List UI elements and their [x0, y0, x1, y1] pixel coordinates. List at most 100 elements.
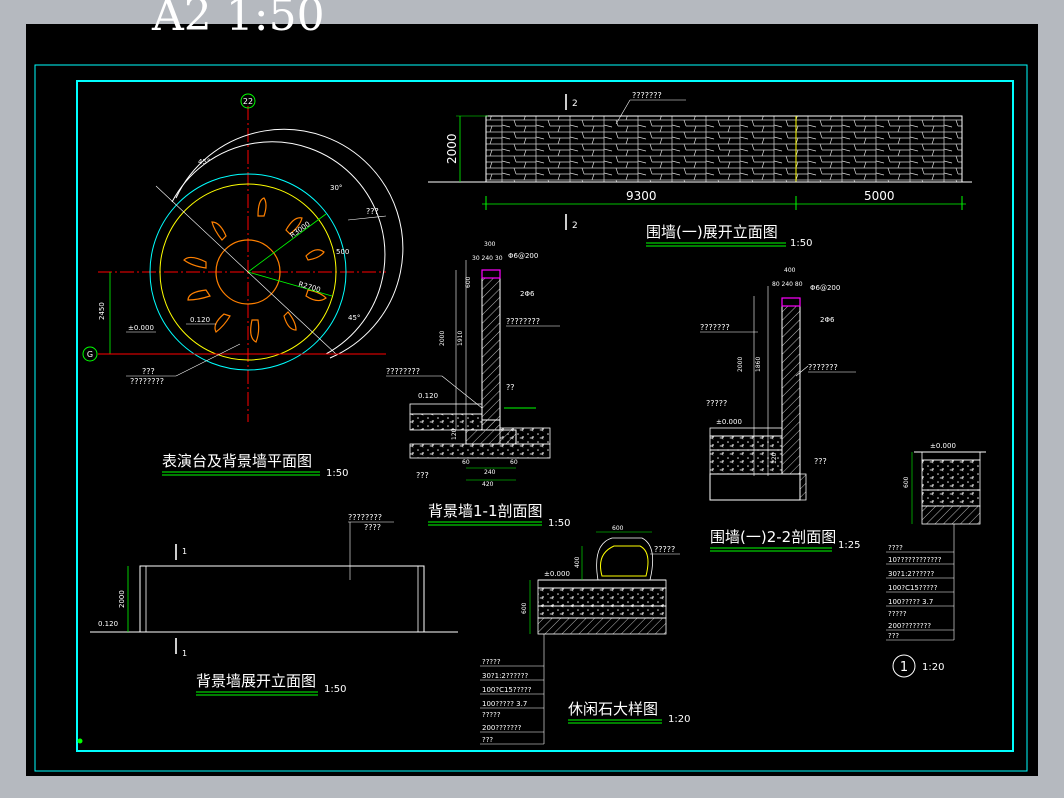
stone-level: ±0.000	[544, 570, 570, 578]
cad-drawing-sheet: A2 1:50 22 G 45° 30	[26, 0, 1038, 776]
stone-wall-face	[485, 115, 963, 183]
stone-legend-3: 100?C15?????	[482, 686, 532, 694]
stone-note: ?????	[654, 545, 675, 554]
stone-detail-title: 休闲石大样图	[568, 700, 658, 718]
drawing-svg: A2 1:50 22 G 45° 30	[34, 0, 1028, 772]
stone-legend-6: 200???????	[482, 724, 522, 732]
stone-legend-2: 30?1:2??????	[482, 672, 528, 680]
leisure-stone	[600, 545, 649, 577]
w1-note-2: ?????	[706, 399, 727, 408]
stone-h400: 400	[574, 556, 581, 568]
wall1-note: ???????	[632, 91, 662, 100]
w1-note-4: ???	[814, 457, 827, 466]
stone-detail-scale: 1:20	[668, 714, 690, 725]
stage-plan: 22 G 45° 30° 45° R3000 R2700 500	[82, 93, 404, 479]
stone-legend-5: ?????	[482, 711, 501, 719]
wall1-elev-title: 围墙(一)展开立面图	[646, 223, 778, 241]
stone-legend: ????? 30?1:2?????? 100?C15????? 100?????…	[480, 634, 545, 745]
stage-inner-circle	[159, 183, 337, 361]
detail1-legend-7: 200????????	[888, 622, 931, 630]
wall1-elevation: 2000 9300 5000 2 2 ??????? 围墙(一)展开立面图 1:…	[428, 91, 972, 249]
bg-note-1: ????????	[506, 317, 540, 326]
detail1-scale: 1:20	[922, 662, 944, 673]
wall1-section-title: 围墙(一)2-2剖面图	[710, 528, 836, 546]
detail1-legend-5: 100????? 3.7	[888, 598, 933, 606]
level-120: 0.120	[190, 316, 210, 324]
section-mark-1-top: 1	[182, 547, 187, 556]
bg-dim-60b: 60	[510, 459, 518, 466]
bg-rebar: Φ6@200	[508, 252, 538, 260]
bg-dim-300: 300	[484, 241, 496, 248]
wall1-dim-5000: 5000	[864, 189, 895, 203]
level-0: ±0.000	[128, 324, 154, 332]
w1-bar: 2Φ6	[820, 316, 835, 324]
bg-section-title: 背景墙1-1剖面图	[428, 502, 543, 520]
detail1-legend-2: 10????????????	[888, 556, 942, 564]
stone-w600: 600	[612, 525, 624, 532]
section-mark-1-bottom: 1	[182, 649, 187, 658]
detail-number-circle	[892, 654, 916, 678]
w1-dim-400: 400	[784, 267, 796, 274]
plan-note-2: ????????	[130, 377, 164, 386]
sun-center	[215, 239, 281, 305]
stone-detail: 600 400 600 ±0.000 ????? ????? 30?1:2???…	[480, 525, 690, 745]
stone-h600: 600	[521, 602, 528, 614]
w1-h120: 120	[771, 452, 778, 464]
angle-45-bottom: 45°	[348, 314, 360, 322]
bg-wall-face	[139, 565, 425, 633]
w1-dim-top: 80 240 80	[772, 281, 803, 288]
axis-g-label: G	[87, 350, 93, 359]
bg-wall-body	[481, 277, 501, 431]
section-mark-2-bottom: 2	[572, 221, 578, 231]
dim-500: 500	[336, 248, 349, 256]
section-mark-2-top: 2	[572, 99, 578, 109]
stone-legend-1: ?????	[482, 658, 501, 666]
bg-wall-section: 300 30 240 30 Φ6@200 2Φ6 600 2000 1910 6…	[386, 241, 570, 529]
bg-elev-title: 背景墙展开立面图	[196, 672, 316, 690]
stage-plan-title: 表演台及背景墙平面图	[162, 452, 312, 470]
wall-leader-note: ???	[366, 207, 379, 216]
bg-bar: 2Φ6	[520, 290, 535, 298]
detail1-legend: ???? 10???????????? 30?1:2?????? 100?C15…	[886, 524, 955, 641]
bg-note-4: ???	[416, 471, 429, 480]
outer-frame	[34, 64, 1028, 772]
wall1-height: 2000	[445, 133, 459, 164]
angle-30: 30°	[330, 184, 342, 192]
sheet-title: A2 1:50	[151, 0, 325, 41]
bg-elev-height: 2000	[118, 590, 126, 608]
detail1-legend-4: 100?C15?????	[888, 584, 938, 592]
bg-section-scale: 1:50	[548, 518, 570, 529]
bg-dim-60a: 60	[462, 459, 470, 466]
bg-elev-note-1: ????????	[348, 513, 382, 522]
angle-45-top: 45°	[198, 158, 210, 166]
dim-2450: 2450	[98, 302, 106, 320]
sun-rays	[183, 197, 327, 343]
background-wall-arc	[171, 141, 386, 355]
w1-level: ±0.000	[716, 418, 742, 426]
wall1-section: 400 80 240 80 Φ6@200 2Φ6 2000 1860 120 ±…	[700, 267, 860, 552]
detail-1: 600 ±0.000 ???? 10???????????? 30?1:2???…	[886, 442, 986, 678]
wall1-section-scale: 1:25	[838, 540, 860, 551]
stage-plan-scale: 1:50	[326, 468, 348, 479]
bg-dim-240: 240	[484, 469, 496, 476]
wall1-dim-9300: 9300	[626, 189, 657, 203]
detail1-level: ±0.000	[930, 442, 956, 450]
bg-h2000: 2000	[439, 331, 446, 346]
bg-elev-note-2: ????	[364, 523, 381, 532]
axis-22-label: 22	[243, 97, 253, 106]
bg-note-2: ????????	[386, 367, 420, 376]
bg-wall-elevation: 2000 0.120 1 1 ???????? ???? 背景墙展开立面图 1:…	[90, 513, 458, 696]
detail1-legend-8: ???	[888, 632, 899, 640]
w1-note-1: ???????	[700, 323, 730, 332]
bg-elev-scale: 1:50	[324, 684, 346, 695]
bg-dim-420: 420	[482, 481, 494, 488]
stone-legend-4: 100????? 3.7	[482, 700, 527, 708]
w1-note-3: ???????	[808, 363, 838, 372]
stone-legend-7: ???	[482, 736, 493, 744]
bg-note-3: ??	[506, 383, 515, 392]
bg-level: 0.120	[418, 392, 438, 400]
detail1-legend-3: 30?1:2??????	[888, 570, 934, 578]
bg-dim-top: 30 240 30	[472, 255, 503, 262]
w1-rebar: Φ6@200	[810, 284, 840, 292]
stage-outer-circle	[149, 173, 347, 371]
